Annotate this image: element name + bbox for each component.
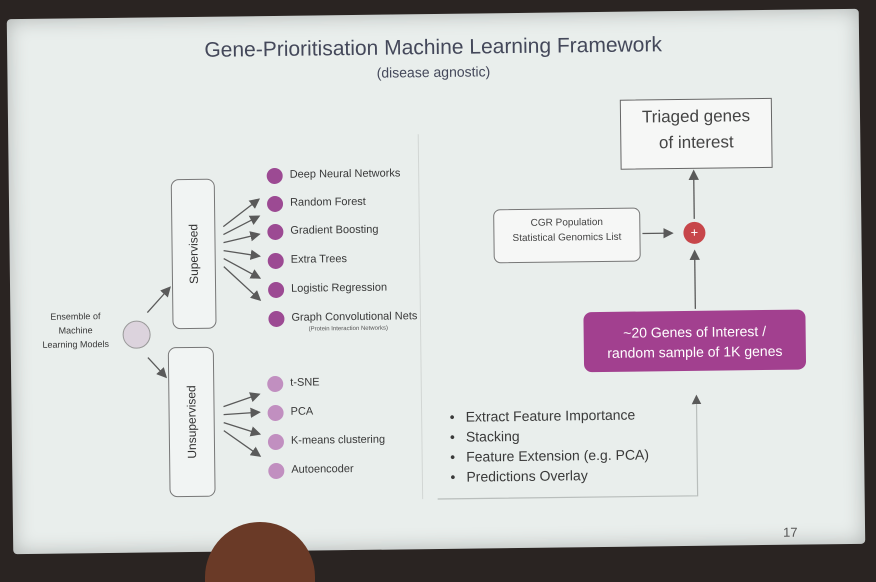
ensemble-label: Ensemble of Machine Learning Models [35,309,116,352]
unsupervised-model-dot [268,463,284,479]
bullet-item: •Extract Feature Importance [450,404,649,426]
ensemble-label-line: Learning Models [36,337,116,352]
triaged-box-line: of interest [621,129,771,157]
genes-box-line: random sample of 1K genes [584,340,806,363]
bullet-text: Predictions Overlay [466,467,588,484]
triaged-genes-box: Triaged genes of interest [620,98,773,170]
triaged-box-line: Triaged genes [621,103,771,131]
arrow-genes-to-plus [695,251,696,309]
bullet-text: Extract Feature Importance [466,407,636,425]
unsupervised-label: Unsupervised [184,385,199,459]
arrow-plus-to-triaged [694,171,695,219]
genes-box-line: ~20 Genes of Interest / [584,320,806,343]
bullet-text: Feature Extension (e.g. PCA) [466,446,649,464]
arrow-to-unsupervised [148,357,166,377]
combine-plus-circle: + [683,222,705,244]
supervised-group: Supervised [171,179,217,330]
bullet-item: •Feature Extension (e.g. PCA) [450,444,649,466]
bullet-item: •Stacking [450,424,649,446]
supervised-model-label: Deep Neural Networks [290,167,401,180]
slide: Gene-Prioritisation Machine Learning Fra… [7,9,865,554]
unsupervised-model-label: PCA [291,406,314,418]
page-number: 17 [783,525,798,540]
bullet-item: •Predictions Overlay [450,464,649,486]
arrow-to-supervised [147,287,170,312]
ensemble-label-line: Ensemble of [35,309,115,324]
connector-arrows [7,9,865,554]
supervised-model-dot [267,168,283,184]
feature-bullet-list: •Extract Feature Importance •Stacking •F… [450,404,650,486]
cgr-population-box: CGR Population Statistical Genomics List [493,208,641,264]
unsupervised-fan-arrows [223,394,260,456]
bullet-text: Stacking [466,428,520,445]
graph-conv-note: (Protein Interaction Networks) [309,326,388,333]
unsupervised-model-label: t-SNE [290,376,319,388]
unsupervised-model-dot [267,405,283,421]
ensemble-node [122,320,150,348]
cgr-box-line: Statistical Genomics List [494,230,639,247]
supervised-model-dot [268,253,284,269]
supervised-model-dot [267,196,283,212]
supervised-model-label: Graph Convolutional Nets [291,310,417,324]
unsupervised-model-dot [268,434,284,450]
supervised-model-label: Extra Trees [291,253,347,266]
unsupervised-model-dot [267,376,283,392]
unsupervised-model-label: Autoencoder [291,463,354,476]
supervised-fan-arrows [223,199,260,300]
supervised-label: Supervised [186,224,201,284]
supervised-model-label: Logistic Regression [291,282,387,295]
genes-of-interest-box: ~20 Genes of Interest / random sample of… [583,309,806,372]
supervised-model-dot [268,282,284,298]
ensemble-label-line: Machine [35,323,115,338]
supervised-model-label: Gradient Boosting [290,224,378,237]
supervised-model-label: Random Forest [290,196,366,209]
unsupervised-group: Unsupervised [168,347,216,498]
unsupervised-model-label: K-means clustering [291,434,385,447]
supervised-model-dot [267,224,283,240]
supervised-model-dot [268,311,284,327]
